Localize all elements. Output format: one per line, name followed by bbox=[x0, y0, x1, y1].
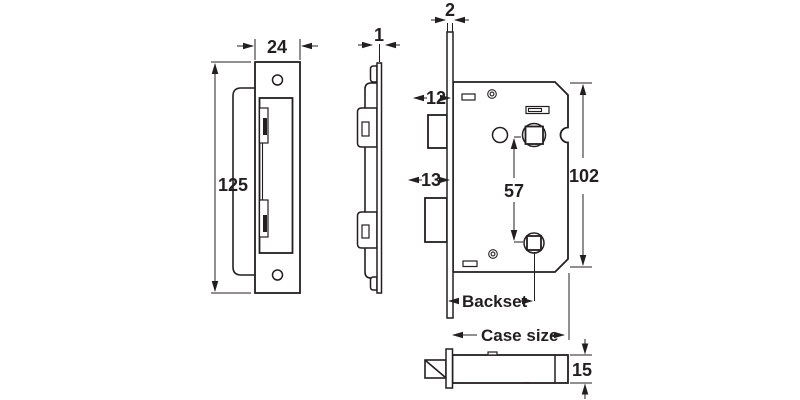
case-screw-bottom-inner-icon bbox=[490, 251, 496, 257]
dim-plate-height-label: 125 bbox=[218, 175, 248, 195]
dust-box-profile bbox=[364, 82, 377, 279]
dim-case-size-label: Case size bbox=[481, 326, 559, 345]
latch-keep-bar bbox=[263, 118, 267, 135]
plate-edge bbox=[376, 62, 383, 294]
dim-deadbolt-throw-label: 13 bbox=[421, 170, 441, 190]
fixing-slot-upper bbox=[525, 105, 550, 115]
dimension-annotations: 24 125 1 2 12 13 57 bbox=[211, 0, 599, 399]
latch-bolt-top-view bbox=[424, 348, 569, 389]
fixing-slot-bottom bbox=[462, 260, 478, 268]
latch-bolt bbox=[427, 114, 448, 149]
latch-case-body bbox=[451, 354, 569, 384]
deadbolt bbox=[424, 197, 448, 243]
dim-latch-case-height-label: 15 bbox=[572, 360, 592, 380]
dim-backset-label: Backset bbox=[462, 292, 528, 311]
spindle-square-lower bbox=[526, 235, 542, 251]
spindle-square-upper bbox=[524, 125, 544, 145]
strike-plate-front-view bbox=[232, 61, 301, 294]
screw-hole-top bbox=[271, 74, 284, 86]
follower-hole bbox=[491, 126, 509, 144]
screw-hole-bottom bbox=[271, 269, 284, 281]
case-screw-top-inner-icon bbox=[489, 91, 495, 97]
deadbolt-keep-bar bbox=[263, 215, 267, 232]
dim-plate-width-label: 24 bbox=[267, 37, 287, 57]
fixing-slot-top bbox=[461, 93, 476, 101]
lock-case-body bbox=[452, 81, 569, 273]
faceplate bbox=[446, 31, 454, 319]
dim-faceplate-thickness-label: 2 bbox=[445, 0, 455, 20]
dim-follower-centres-label: 57 bbox=[504, 181, 524, 201]
lock-case-side-view bbox=[424, 31, 569, 319]
case-screw-bottom-icon bbox=[488, 249, 498, 259]
keep-box-top-slot bbox=[361, 121, 370, 137]
latch-faceplate-bar bbox=[445, 348, 454, 389]
fixing-slot-upper-detail bbox=[527, 107, 543, 113]
strike-plate-side-view bbox=[356, 62, 383, 294]
case-screw-top-icon bbox=[487, 89, 497, 99]
latch-case-tab bbox=[487, 351, 498, 356]
dim-plate-thickness-label: 1 bbox=[374, 25, 384, 45]
plate-tab-bottom bbox=[369, 276, 378, 291]
keep-box-bottom-slot bbox=[361, 224, 370, 239]
dim-latch-projection-label: 12 bbox=[426, 88, 446, 108]
plate-tab-top bbox=[369, 65, 378, 83]
dust-box-outline bbox=[232, 87, 255, 276]
dim-case-height-label: 102 bbox=[569, 166, 599, 186]
bolt-bevel-line bbox=[424, 359, 447, 379]
